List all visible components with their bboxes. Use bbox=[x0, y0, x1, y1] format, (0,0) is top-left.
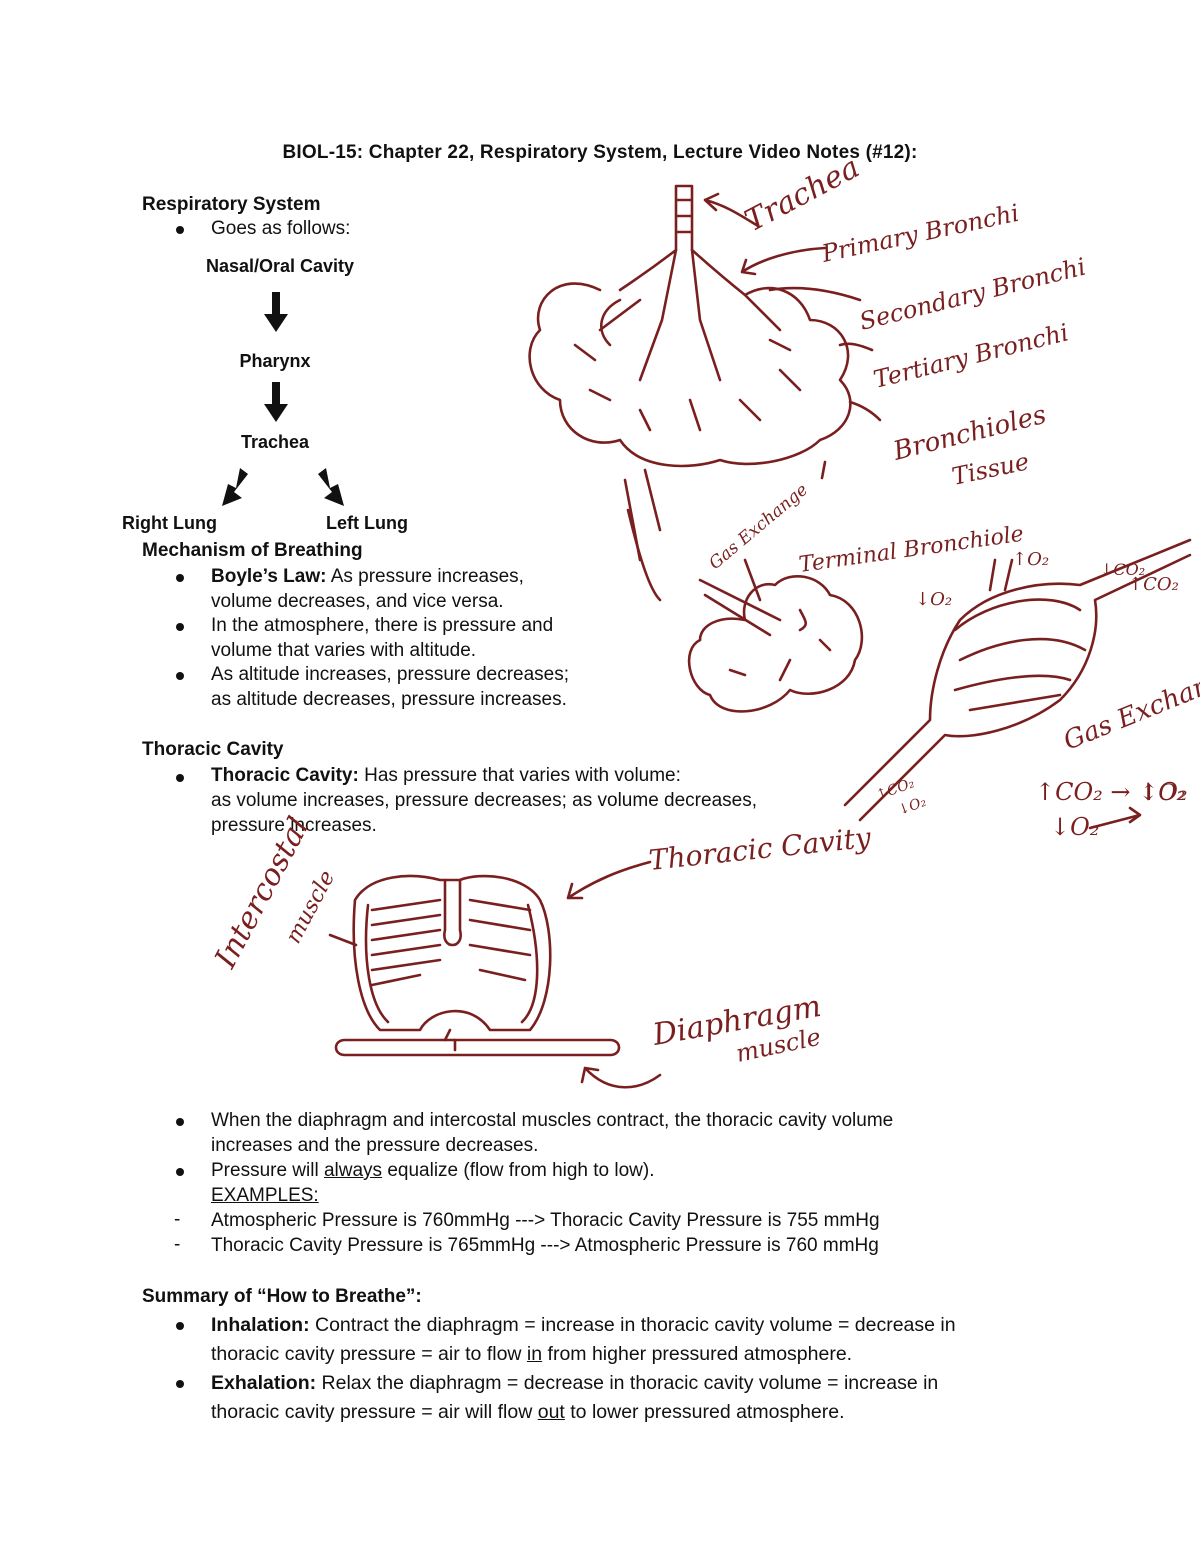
equalize-pre: Pressure will bbox=[211, 1160, 319, 1181]
intercostal-arrow-icon bbox=[328, 933, 358, 947]
exhalation-line1: Exhalation: Relax the diaphragm = decrea… bbox=[211, 1371, 938, 1396]
dash-marker: - bbox=[174, 1234, 181, 1255]
flow-nasal-oral: Nasal/Oral Cavity bbox=[205, 256, 355, 276]
thoracic-arrow-icon bbox=[566, 860, 652, 900]
bullet-dot bbox=[176, 226, 184, 234]
exhalation-post: to lower pressured atmosphere. bbox=[570, 1401, 845, 1423]
dash-marker: - bbox=[174, 1209, 181, 1230]
boyles-law-text: As pressure increases, bbox=[330, 566, 524, 587]
boyles-law-line2: volume decreases, and vice versa. bbox=[211, 591, 504, 612]
bullet-dot bbox=[176, 1118, 184, 1126]
equalize-always: always bbox=[323, 1160, 383, 1181]
thoracic-label: Thoracic Cavity: bbox=[211, 765, 359, 786]
diaphragm-arrow-icon bbox=[580, 1066, 662, 1089]
exhalation-label: Exhalation: bbox=[211, 1372, 317, 1394]
inhalation-line2: thoracic cavity pressure = air to flow i… bbox=[211, 1342, 852, 1367]
inhalation-in: in bbox=[526, 1343, 543, 1365]
annotation-arrows bbox=[703, 192, 882, 480]
down-arrow-icon bbox=[264, 292, 288, 332]
label-eq1: ↑CO₂ → ↓O₂ bbox=[1035, 778, 1188, 806]
label-eq3: ↑O₂ bbox=[1140, 781, 1185, 806]
boyles-law-label: Boyle’s Law: bbox=[211, 566, 327, 587]
label-o2-up: ↑O₂ bbox=[1012, 549, 1049, 570]
label-intercostal: Intercostal bbox=[208, 812, 317, 975]
label-trachea: Trachea bbox=[739, 150, 865, 239]
bullet-dot bbox=[176, 574, 184, 582]
flow-right-lung: Right Lung bbox=[122, 513, 217, 533]
mechanism-heading: Mechanism of Breathing bbox=[142, 540, 363, 561]
exhalation-line2: thoracic cavity pressure = air will flow… bbox=[211, 1400, 844, 1425]
label-thoracic-cavity: Thoracic Cavity bbox=[647, 821, 873, 877]
examples-label: EXAMPLES: bbox=[211, 1184, 319, 1209]
altitude-line2: as altitude decreases, pressure increase… bbox=[211, 689, 567, 710]
flow-trachea: Trachea bbox=[240, 432, 310, 452]
terminal-bronchiole-drawing bbox=[843, 538, 1192, 822]
example-2: Thoracic Cavity Pressure is 765mmHg --->… bbox=[211, 1235, 879, 1256]
respiratory-heading: Respiratory System bbox=[142, 194, 321, 215]
down-arrow-icon bbox=[264, 382, 288, 422]
flow-left-lung: Left Lung bbox=[326, 513, 408, 533]
exhalation-out: out bbox=[537, 1401, 565, 1423]
bullet-dot bbox=[176, 774, 184, 782]
thoracic-cavity-drawing bbox=[334, 874, 621, 1057]
inhalation-line1: Inhalation: Contract the diaphragm = inc… bbox=[211, 1313, 956, 1338]
label-primary-bronchi: Primary Bronchi bbox=[818, 199, 1021, 268]
atmosphere-line2: volume that varies with altitude. bbox=[211, 640, 477, 661]
bronchial-tree-drawing bbox=[528, 184, 852, 602]
exhalation-pre: thoracic cavity pressure = air will flow bbox=[211, 1401, 533, 1423]
thoracic-line2: as volume increases, pressure decreases;… bbox=[211, 790, 757, 811]
examples-text: EXAMPLES: bbox=[211, 1185, 319, 1206]
bullet-dot bbox=[176, 672, 184, 680]
bullet-dot bbox=[176, 1322, 184, 1330]
altitude-line1: As altitude increases, pressure decrease… bbox=[211, 664, 570, 685]
muscles-line2: increases and the pressure decreases. bbox=[211, 1135, 539, 1156]
label-co2-up: ↑CO₂ bbox=[1128, 574, 1179, 595]
bullet-dot bbox=[176, 623, 184, 631]
equalize-post: equalize (flow from high to low). bbox=[387, 1160, 655, 1181]
thoracic-text: Has pressure that varies with volume: bbox=[364, 765, 681, 786]
boyles-law-line1: Boyle’s Law: As pressure increases, bbox=[211, 565, 524, 590]
summary-heading: Summary of “How to Breathe”: bbox=[142, 1286, 422, 1307]
inhalation-label: Inhalation: bbox=[211, 1314, 310, 1336]
exhalation-text: Relax the diaphragm = decrease in thorac… bbox=[321, 1372, 939, 1394]
atmosphere-line1: In the atmosphere, there is pressure and bbox=[211, 615, 554, 636]
page-title: BIOL-15: Chapter 22, Respiratory System,… bbox=[282, 142, 918, 163]
label-co2-down: ↓CO₂ bbox=[1100, 560, 1145, 579]
inhalation-post: from higher pressured atmosphere. bbox=[547, 1343, 853, 1365]
arrow-icon bbox=[1088, 806, 1142, 830]
thoracic-line1: Thoracic Cavity: Has pressure that varie… bbox=[211, 764, 681, 789]
label-terminal-bronchiole: Terminal Bronchiole bbox=[797, 522, 1025, 578]
thoracic-line3: pressure increases. bbox=[211, 815, 377, 836]
label-o2-down: ↓O₂ bbox=[915, 589, 952, 610]
muscles-line1: When the diaphragm and intercostal muscl… bbox=[211, 1110, 894, 1131]
label-tissue: Tissue bbox=[949, 447, 1031, 491]
example-1: Atmospheric Pressure is 760mmHg ---> Tho… bbox=[211, 1210, 880, 1231]
bullet-dot bbox=[176, 1380, 184, 1388]
inhalation-pre: thoracic cavity pressure = air to flow bbox=[211, 1343, 522, 1365]
thoracic-heading: Thoracic Cavity bbox=[142, 739, 284, 760]
equalize-line: Pressure will always equalize (flow from… bbox=[211, 1159, 655, 1184]
branch-arrows-icon bbox=[222, 468, 344, 506]
bullet-dot bbox=[176, 1168, 184, 1176]
inhalation-text: Contract the diaphragm = increase in tho… bbox=[315, 1314, 956, 1336]
label-tertiary-bronchi: Tertiary Bronchi bbox=[871, 318, 1072, 393]
resp-bullet-text: Goes as follows: bbox=[211, 218, 351, 239]
label-gas-exchange-small: Gas Exchange bbox=[705, 480, 812, 574]
flow-pharynx: Pharynx bbox=[239, 351, 311, 371]
alveoli-drawing bbox=[687, 558, 864, 713]
label-o2-small-down: ↓O₂ bbox=[896, 794, 929, 819]
